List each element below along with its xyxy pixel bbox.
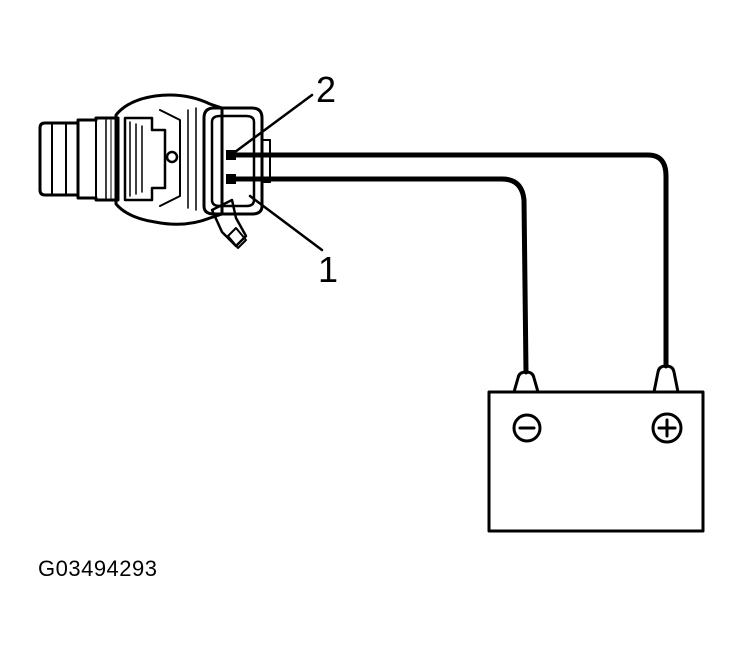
callout-label-2: 2 [316, 69, 336, 110]
minus-icon [512, 413, 542, 443]
wire-negative [233, 176, 529, 375]
leader-line-2 [229, 93, 314, 157]
plus-icon [651, 412, 683, 444]
component-connector [38, 93, 271, 249]
figure-id: G03494293 [38, 556, 158, 581]
terminal-1 [226, 174, 236, 184]
negative-terminal-post [512, 370, 540, 394]
callout-label-1: 1 [318, 249, 338, 290]
battery-case [487, 390, 705, 533]
battery [487, 364, 705, 533]
sensor-body [114, 93, 248, 249]
mounting-hole [165, 150, 179, 164]
wire-positive [233, 152, 669, 369]
leader-line-1 [248, 194, 324, 252]
tube-nozzle [38, 116, 120, 202]
positive-terminal-post [652, 364, 680, 394]
connector-housing [202, 106, 271, 216]
